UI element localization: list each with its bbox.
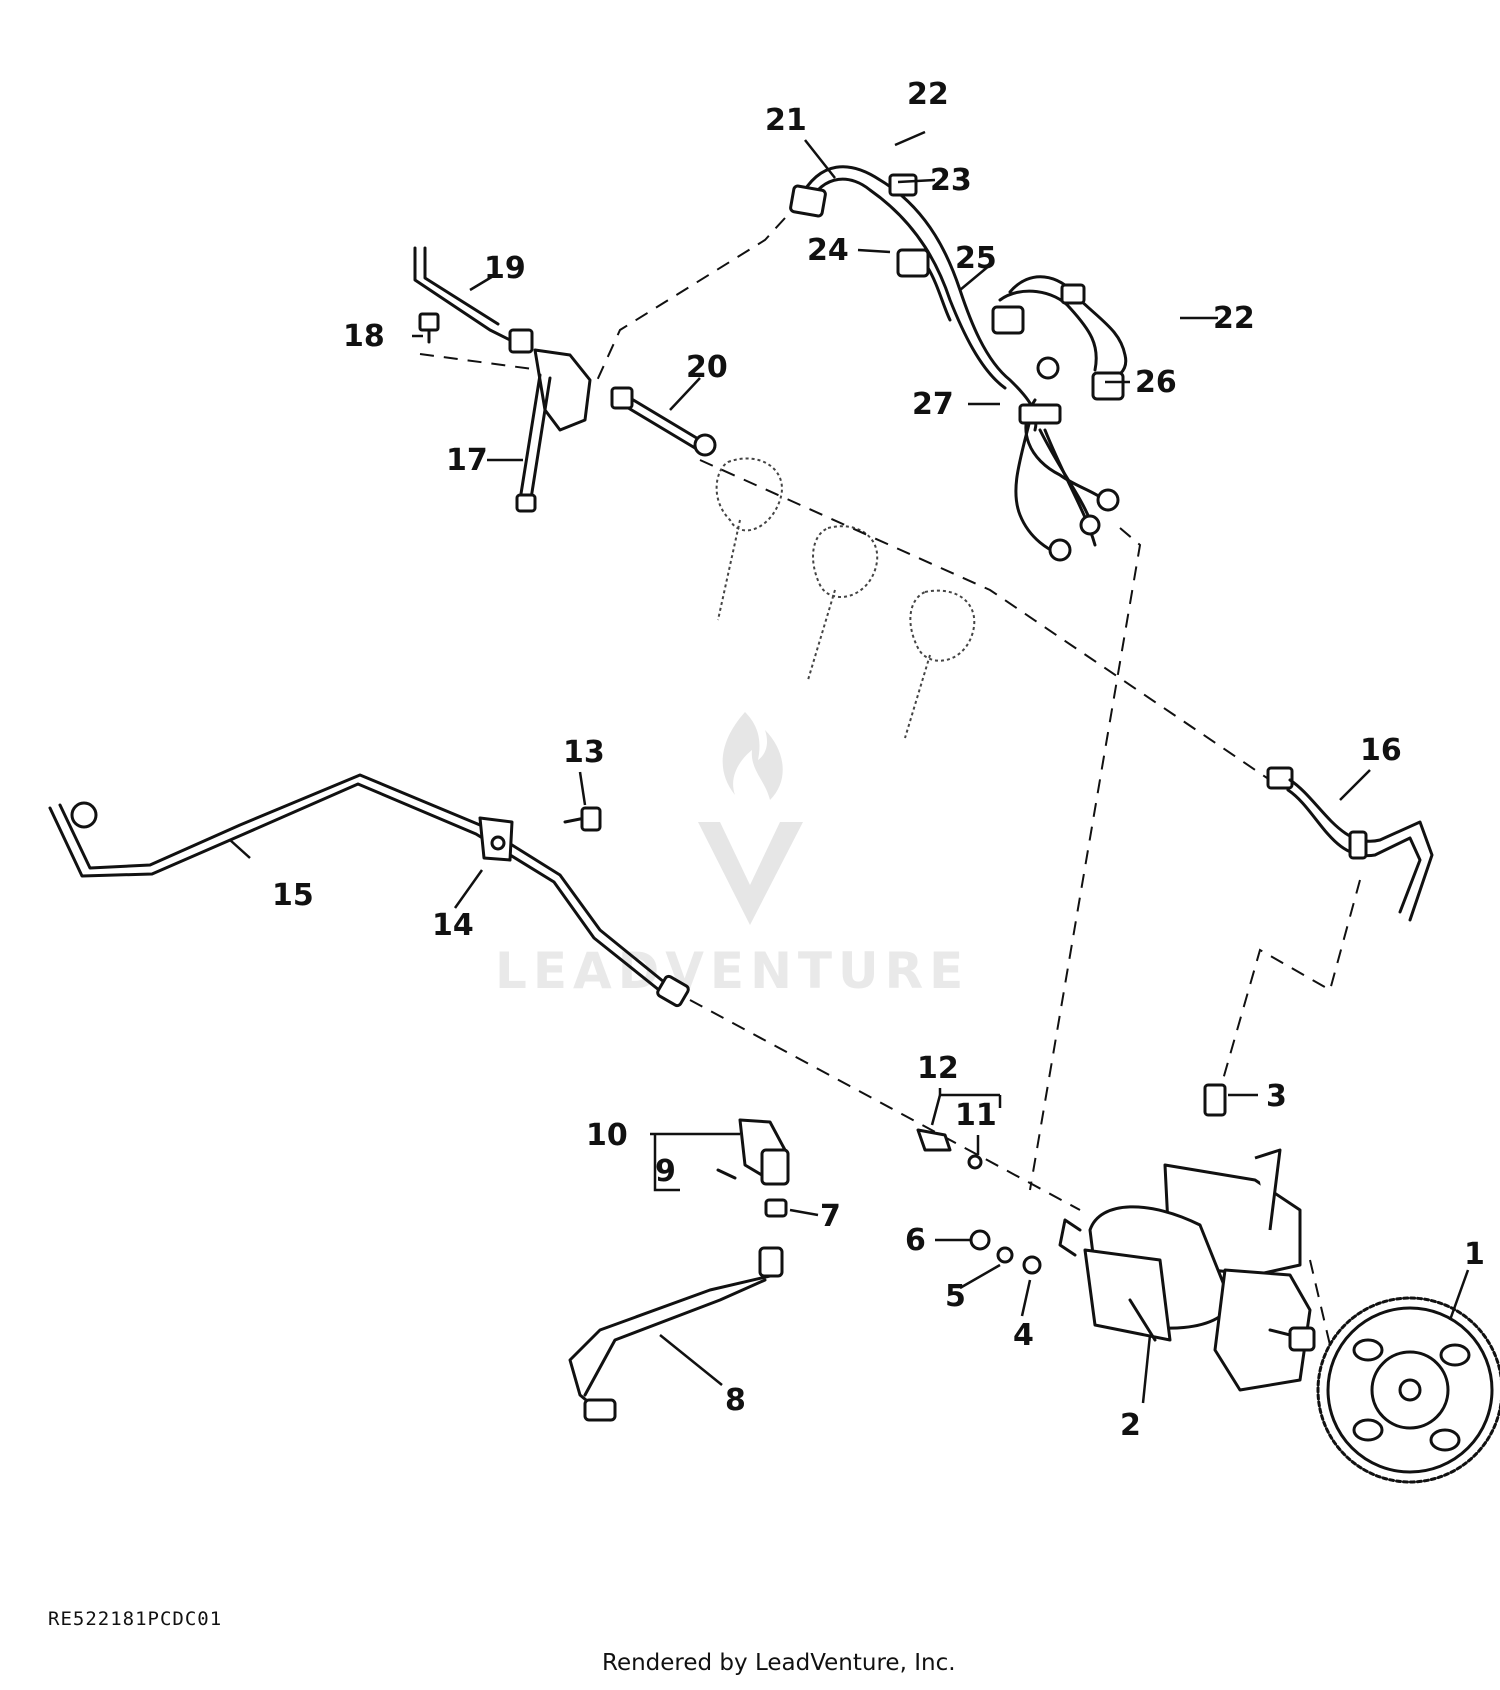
watermark-v-icon [698, 822, 803, 925]
watermark-flame-icon [722, 712, 783, 800]
sensor-12 [916, 1128, 983, 1170]
long-fuel-line-15 [48, 773, 690, 1008]
fitting-3 [1203, 1083, 1227, 1117]
callout-8: 8 [725, 1383, 746, 1418]
short-fuel-line [610, 386, 717, 457]
callout-25: 25 [955, 241, 997, 276]
callout-17: 17 [446, 443, 488, 478]
watermark-text: LEADVENTURE [495, 942, 969, 1000]
callout-19: 19 [484, 251, 526, 286]
callout-16: 16 [1360, 733, 1402, 768]
diagram-code: RE522181PCDC01 [48, 1608, 223, 1630]
callout-22-right: 22 [1213, 301, 1255, 336]
callout-1: 1 [1464, 1237, 1485, 1272]
callout-20: 20 [686, 350, 728, 385]
callout-13: 13 [563, 735, 605, 770]
sensor-harness [568, 1118, 790, 1422]
callout-21: 21 [765, 103, 807, 138]
callout-18: 18 [343, 319, 385, 354]
callout-12: 12 [917, 1051, 959, 1086]
assembly-lines [419, 217, 1361, 1346]
callout-2: 2 [1120, 1408, 1141, 1443]
callout-26: 26 [1135, 365, 1177, 400]
callout-22-top: 22 [907, 77, 949, 112]
callout-6: 6 [905, 1223, 926, 1258]
watermark: LEADVENTURE [495, 712, 969, 1000]
callout-11: 11 [955, 1098, 997, 1133]
injector-assembly [413, 246, 592, 513]
callout-9: 9 [655, 1154, 676, 1189]
nut-washers [969, 1229, 1042, 1275]
drive-gear [1316, 1296, 1500, 1484]
callout-27: 27 [912, 387, 954, 422]
bolt-13 [563, 806, 602, 832]
injection-pump [1058, 1148, 1316, 1392]
callout-4: 4 [1013, 1318, 1034, 1353]
fuel-line-harness [789, 165, 1128, 562]
callout-3: 3 [1266, 1079, 1287, 1114]
ghost-injectors [715, 457, 976, 739]
callout-24: 24 [807, 233, 849, 268]
render-credit: Rendered by LeadVenture, Inc. [602, 1650, 956, 1676]
leader-lines [229, 130, 1470, 1404]
callout-5: 5 [945, 1279, 966, 1314]
callout-10: 10 [586, 1118, 628, 1153]
callout-23: 23 [930, 163, 972, 198]
callout-14: 14 [432, 908, 474, 943]
callout-15: 15 [272, 878, 314, 913]
callout-labels: 1 2 3 4 5 6 7 8 9 10 11 12 13 14 15 16 1… [272, 77, 1485, 1443]
callout-7: 7 [820, 1199, 841, 1234]
fuel-line-16 [1266, 766, 1434, 922]
